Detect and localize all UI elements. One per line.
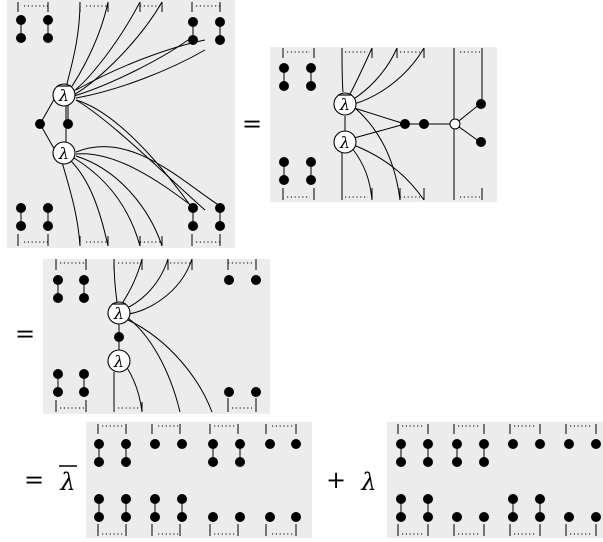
svg-text:λ: λ [339,95,350,114]
panel-5-bottom-dots [396,494,601,522]
panel-1-top-left-dots [16,15,53,43]
svg-text:λ: λ [113,352,124,371]
panel-1-center-dot [63,119,73,129]
svg-text:λ: λ [113,304,124,323]
panel-3-node-lambda-bar: λ [107,301,131,325]
coefficient-lambda: λ [360,468,376,496]
panel-1-left-dot [35,119,45,129]
panel-1-node-lambda: λ [52,141,76,165]
panel-2-node-lambda: λ [333,130,357,154]
svg-text:λ: λ [339,133,350,152]
svg-text:λ: λ [58,86,69,105]
coefficient-lambda-bar: λ [59,465,77,496]
panel-1: λ λ [7,0,235,248]
panel-3-bottom-left-dots [53,369,89,397]
panel-5 [387,422,603,538]
panel-2-bottom-ticks [282,188,483,200]
plus-sign: + [326,466,346,494]
panel-2-chain-dot-1 [400,119,410,129]
panel-3-top-left-dots [53,275,89,303]
panel-3: λ λ [43,258,270,414]
panel-2-branch-dot-top [476,99,486,109]
panel-4-bottom-ticks [97,524,297,536]
panel-4-top-dots [94,439,301,467]
panel-1-bottom-right-dots [188,203,225,231]
equals-sign-2: = [15,320,35,348]
panel-5-top-ticks [397,424,597,434]
svg-text:λ: λ [59,468,75,496]
panel-3-center-dot [114,332,124,342]
panel-1-wires [39,1,221,247]
panel-4-top-ticks [97,424,297,434]
equals-sign-1: = [242,110,262,138]
panel-2-branch-dot-bottom [476,137,486,147]
panel-4-background [86,422,312,538]
panel-1-bottom-ticks [17,234,221,246]
panel-3-bottom-ticks [55,398,257,412]
panel-4 [86,422,312,538]
panel-5-top-dots [396,439,601,467]
panel-1-top-right-dots [188,17,225,45]
panel-5-bottom-ticks [397,524,597,536]
panel-2-top-left-dots [279,63,316,91]
panel-4-bottom-dots [94,494,301,522]
panel-2-node-lambda-bar: λ [333,92,357,116]
panel-2-chain-dot-2 [419,119,429,129]
svg-text:λ: λ [58,144,69,163]
panel-1-node-lambda-bar: λ [52,83,76,107]
panel-3-top-right-dots [224,275,261,285]
panel-3-node-lambda: λ [107,349,131,373]
panel-2: λ λ [270,47,497,202]
panel-3-bottom-right-dots [224,387,261,397]
equals-sign-3: = [24,466,44,494]
panel-2-open-vertex [449,118,461,130]
panel-2-bottom-left-dots [279,157,316,185]
panel-1-bottom-left-dots [16,203,53,231]
